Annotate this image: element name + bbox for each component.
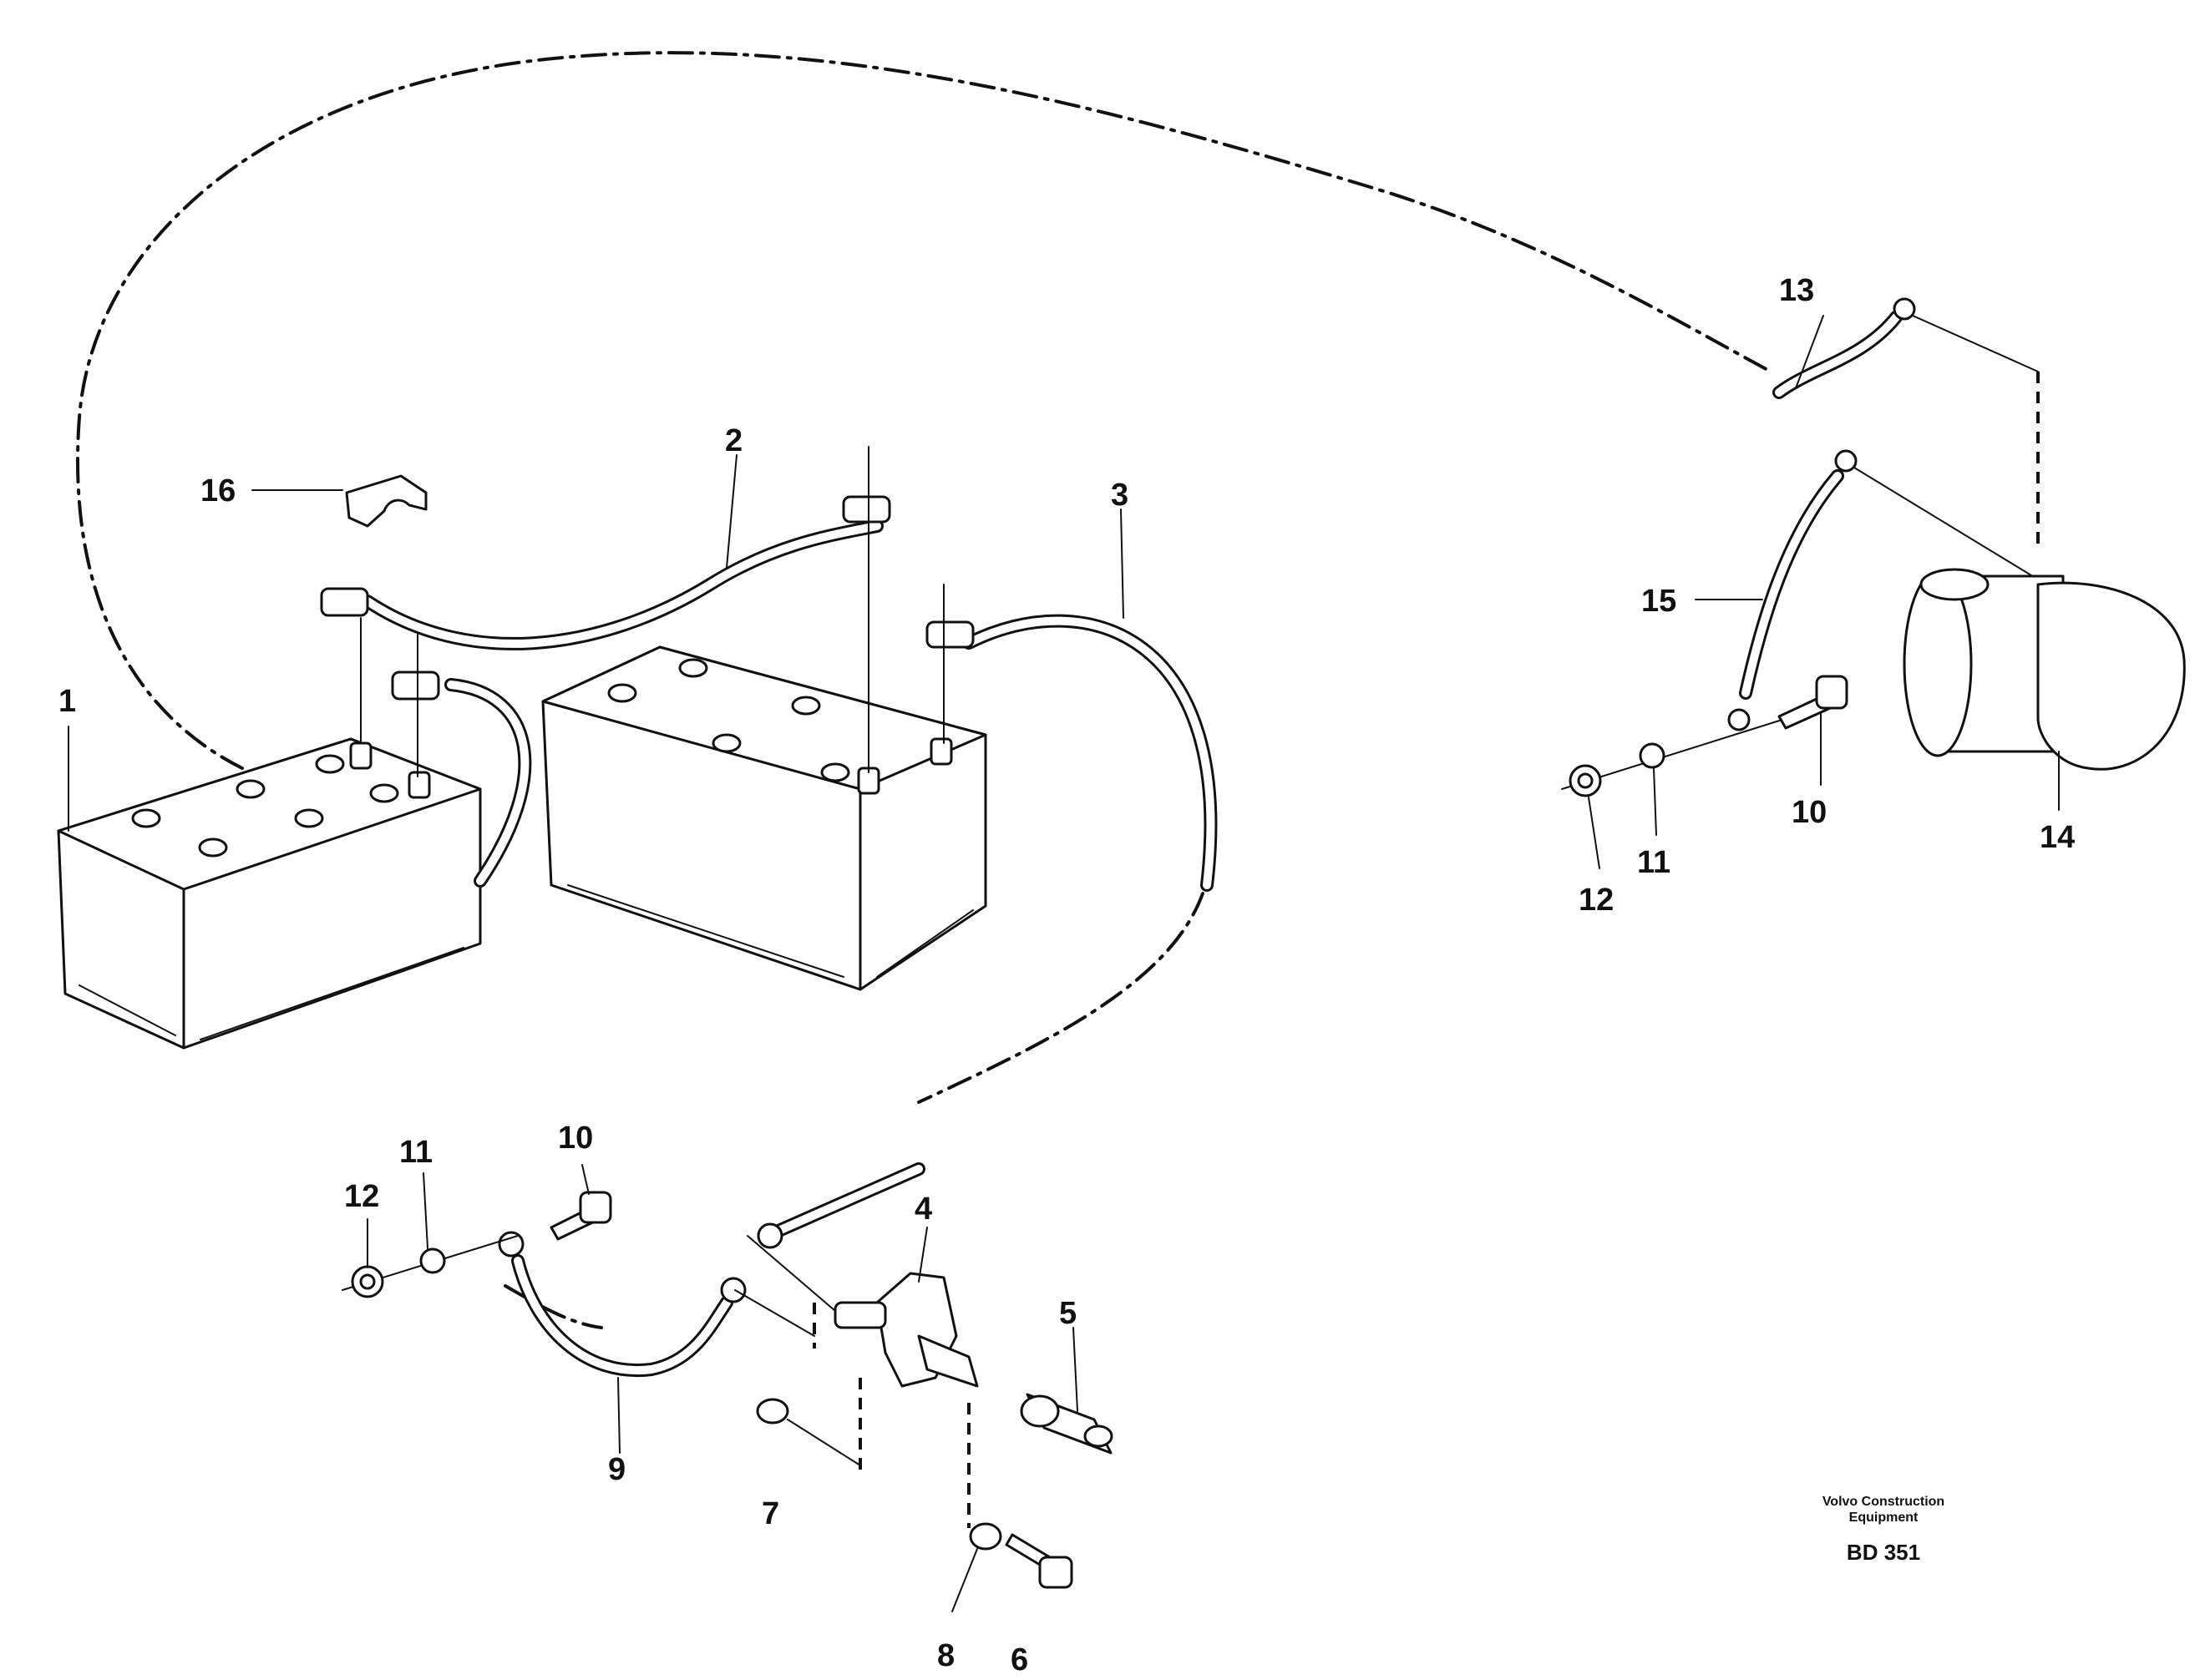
cable-3 bbox=[962, 614, 1218, 892]
brand-line-1: Volvo Construction bbox=[1822, 1495, 1944, 1509]
upper-right-hardware bbox=[1561, 675, 1848, 797]
leader-lines bbox=[68, 315, 2060, 1454]
battery-1 bbox=[57, 737, 482, 1050]
callout-14: 14 bbox=[2040, 820, 2075, 855]
callout-12-upper: 12 bbox=[1579, 883, 1614, 918]
callout-6: 6 bbox=[1011, 1642, 1028, 1677]
battery-link-cable bbox=[444, 678, 532, 888]
cable-9-route bbox=[504, 1284, 603, 1329]
brand-line-2: Equipment bbox=[1849, 1510, 1919, 1525]
callout-1: 1 bbox=[58, 684, 76, 719]
callout-3: 3 bbox=[1111, 478, 1128, 513]
lower-left-hardware bbox=[342, 1191, 612, 1298]
switch-knob bbox=[1020, 1393, 1113, 1455]
callout-15: 15 bbox=[1641, 584, 1676, 619]
callout-5: 5 bbox=[1059, 1296, 1077, 1331]
callout-4: 4 bbox=[915, 1192, 932, 1227]
callout-9: 9 bbox=[608, 1452, 626, 1487]
terminal-cover bbox=[345, 474, 428, 528]
main-switch bbox=[734, 1235, 979, 1528]
callout-2: 2 bbox=[725, 423, 743, 458]
cable-13 bbox=[1772, 297, 1916, 399]
battery-2 bbox=[541, 645, 987, 991]
cable-route-loop bbox=[76, 51, 1772, 770]
bolt-6-washer-8 bbox=[951, 1522, 1073, 1612]
cable-15 bbox=[1727, 449, 1858, 731]
callout-16: 16 bbox=[200, 473, 236, 509]
callout-11-lower: 11 bbox=[399, 1135, 433, 1170]
callout-7: 7 bbox=[762, 1496, 779, 1531]
nut-7 bbox=[756, 1398, 861, 1466]
callout-10-upper: 10 bbox=[1792, 795, 1827, 830]
cable-3-end bbox=[757, 1162, 925, 1249]
cable-9 bbox=[498, 1231, 747, 1378]
callout-8: 8 bbox=[937, 1638, 955, 1673]
callout-13: 13 bbox=[1779, 273, 1814, 308]
cable-2 bbox=[361, 519, 884, 650]
starter-motor bbox=[1903, 568, 2186, 771]
terminal-clamps bbox=[320, 446, 975, 777]
cable-3-route bbox=[917, 892, 1204, 1104]
callout-11-upper: 11 bbox=[1637, 845, 1670, 880]
drawing-id: BD 351 bbox=[1847, 1540, 1920, 1565]
callout-12-lower: 12 bbox=[344, 1179, 379, 1214]
callout-10-lower: 10 bbox=[558, 1121, 593, 1156]
